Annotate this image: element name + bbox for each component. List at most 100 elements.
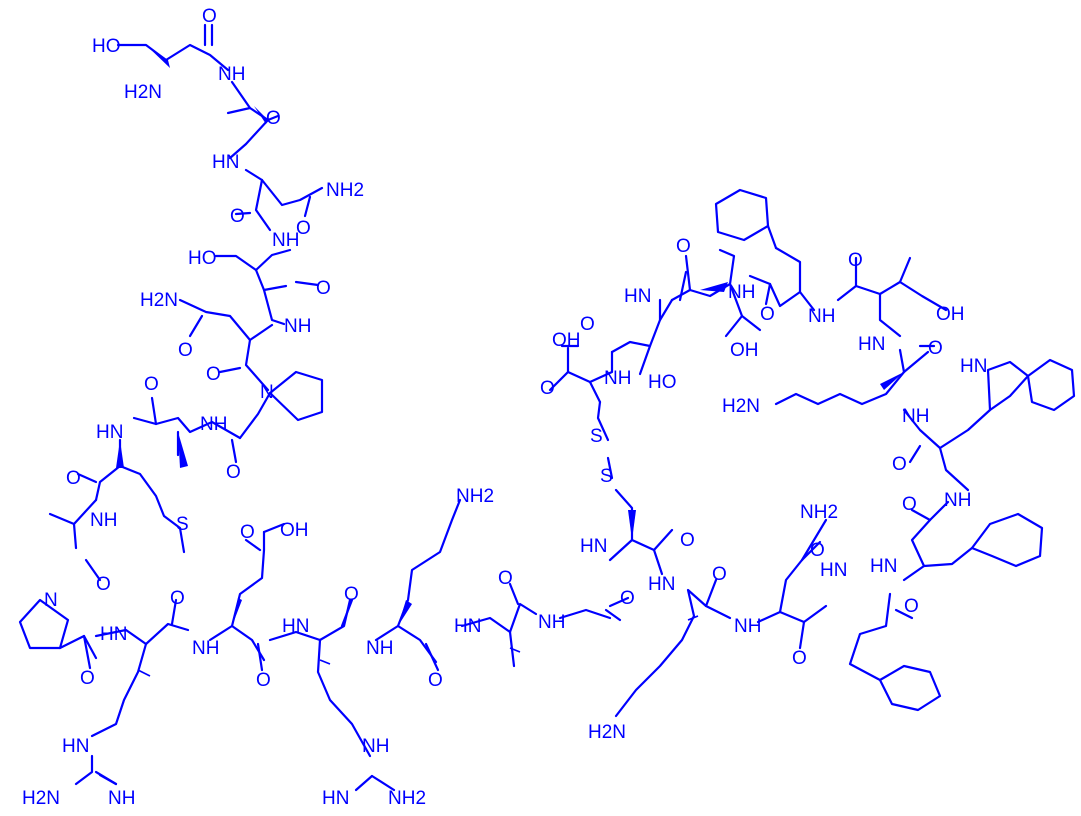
atom-label-o: O (848, 250, 863, 271)
bond (244, 338, 270, 392)
atom-label-hn: HN (454, 616, 481, 637)
bond (608, 596, 630, 608)
bond (878, 664, 942, 712)
bond (116, 43, 230, 72)
atom-label-nh: NH (808, 306, 835, 327)
bond (774, 246, 802, 294)
atom-label-nh: NH (538, 612, 565, 633)
atom-label-oh: HO (92, 36, 121, 57)
atom-label-o: O (240, 522, 255, 543)
atom-label-hn: HN (282, 616, 309, 637)
bond (58, 634, 98, 660)
bond (756, 604, 828, 624)
bond (234, 211, 252, 216)
atom-label-nh2: H2N (722, 396, 760, 417)
atom-label-s: S (600, 466, 613, 487)
bond (303, 195, 312, 218)
bond (244, 538, 262, 552)
bond (316, 638, 372, 758)
wedge (178, 432, 188, 468)
atom-label-nh2: H2N (124, 82, 162, 103)
bond (908, 444, 922, 464)
bond (74, 754, 94, 786)
atom-label-nh: NH (90, 510, 117, 531)
bond (800, 518, 828, 562)
atom-label-n: N (260, 382, 274, 403)
bond (254, 268, 288, 292)
atom-label-nh: NH (272, 230, 299, 251)
bond (262, 288, 286, 326)
atom-label-o: O (226, 462, 241, 483)
bond (132, 416, 242, 440)
atom-label-nh: NH (200, 414, 227, 435)
bond (798, 620, 806, 650)
bond (118, 438, 186, 554)
wedge (254, 106, 268, 124)
atom-label-hn: HN (870, 556, 897, 577)
bond (228, 80, 270, 160)
atom-label-oh: OH (280, 520, 309, 541)
bond (244, 168, 324, 207)
hash (137, 669, 151, 677)
atom-label-nh: NH (192, 638, 219, 659)
atom-label-o: O (580, 314, 595, 335)
atom-label-o: O (202, 6, 217, 27)
atom-label-nh: NH (902, 406, 929, 427)
wedge (146, 45, 170, 68)
bond (374, 624, 438, 664)
bond (766, 224, 778, 250)
bond (848, 592, 892, 682)
bond (902, 350, 930, 374)
atom-label-o: O (256, 670, 271, 691)
atom-label-hn: HN (960, 356, 987, 377)
atom-label-hn: HN (648, 574, 675, 595)
bond (256, 642, 264, 672)
bond (226, 106, 252, 115)
atom-label-oh: HO (648, 372, 677, 393)
bond (608, 528, 674, 562)
bond (178, 298, 274, 342)
wedge (398, 600, 412, 626)
bond (98, 773, 118, 786)
atom-label-oh: OH (936, 304, 965, 325)
bond (90, 642, 148, 738)
bond (1026, 358, 1076, 412)
atom-label-o: O (344, 584, 359, 605)
atom-label-o: O (680, 530, 695, 551)
atom-label-nh2: NH2 (388, 788, 426, 809)
bond (354, 774, 374, 792)
bond (878, 292, 902, 338)
atom-label-nh: HN (100, 624, 127, 645)
wedge (880, 372, 904, 390)
atom-label-nh: NH (366, 638, 393, 659)
bond (938, 408, 992, 450)
atom-label-o: O (96, 574, 111, 595)
bond (774, 348, 906, 406)
atom-label-nh: NH (284, 316, 311, 337)
atom-label-o: O (266, 108, 281, 129)
bond (268, 370, 324, 422)
bond (214, 248, 292, 272)
bond (704, 578, 718, 608)
bond (894, 608, 914, 620)
atom-label-o: O (620, 588, 635, 609)
hash (687, 615, 699, 621)
atom-label-oh: OH (730, 340, 759, 361)
bond (76, 472, 98, 484)
bond (970, 512, 1044, 568)
atom-label-nh: NH (108, 788, 135, 809)
bond (652, 548, 664, 576)
atom-label-o: O (676, 236, 691, 257)
bond (638, 344, 652, 376)
atom-labels: HO H2N O NH O HN NH2 O NH O HO O H2N NH … (22, 6, 987, 809)
atom-label-nh2: NH2 (456, 486, 494, 507)
atom-label-o: O (144, 374, 159, 395)
hash (509, 647, 521, 653)
bond (424, 642, 440, 672)
atom-label-o: O (230, 206, 245, 227)
atom-label-hn: HN (858, 334, 885, 355)
bond (922, 546, 974, 568)
atom-label-o: O (928, 338, 943, 359)
bond (898, 256, 912, 284)
